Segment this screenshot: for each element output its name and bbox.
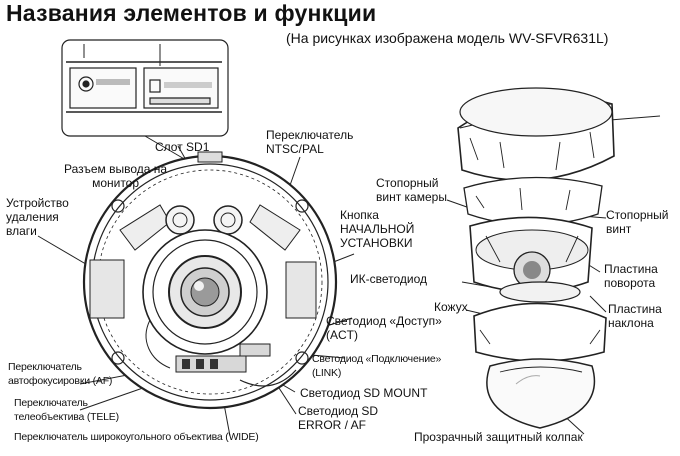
label-tilt-plate: Пластина наклона bbox=[608, 302, 662, 330]
label-dome-cover: Прозрачный защитный колпак bbox=[414, 430, 583, 444]
label-ir-led: ИК-светодиод bbox=[350, 272, 428, 286]
model-note: (На рисунках изображена модель WV-SFVR63… bbox=[286, 30, 609, 46]
label-af-switch: Переключатель автофокусировки (AF) bbox=[8, 361, 113, 387]
label-camera-lock-screw: Стопорный винт камеры bbox=[376, 176, 447, 204]
label-monitor-output: Разъем вывода на монитор bbox=[64, 162, 168, 190]
label-wide-switch: Переключатель широкоугольного объектива … bbox=[14, 431, 259, 443]
label-sd-slot: Слот SD1 bbox=[155, 140, 210, 154]
label-pan-plate: Пластина поворота bbox=[604, 262, 658, 290]
label-link-led: Светодиод «Подключение» (LINK) bbox=[312, 353, 442, 379]
label-tele-switch: Переключатель телеобъектива (TELE) bbox=[14, 397, 119, 423]
label-lock-screw: Стопорный винт bbox=[606, 208, 669, 236]
label-sd-mount-led: Светодиод SD MOUNT bbox=[300, 386, 428, 400]
label-dehumidifier: Устройство удаления влаги bbox=[6, 196, 69, 238]
camera-exploded-view bbox=[457, 87, 615, 429]
label-casing: Кожух bbox=[434, 300, 468, 314]
label-sd-error-led: Светодиод SD ERROR / AF bbox=[298, 404, 379, 432]
sd-slot-inset bbox=[61, 39, 229, 161]
label-initial-setup-button: Кнопка НАЧАЛЬНОЙ УСТАНОВКИ bbox=[340, 208, 415, 250]
label-access-led: Светодиод «Доступ» (ACT) bbox=[326, 314, 442, 342]
label-ntsc-pal-switch: Переключатель NTSC/PAL bbox=[266, 128, 354, 156]
page-title: Названия элементов и функции bbox=[6, 0, 377, 26]
camera-internal-view bbox=[82, 151, 338, 410]
